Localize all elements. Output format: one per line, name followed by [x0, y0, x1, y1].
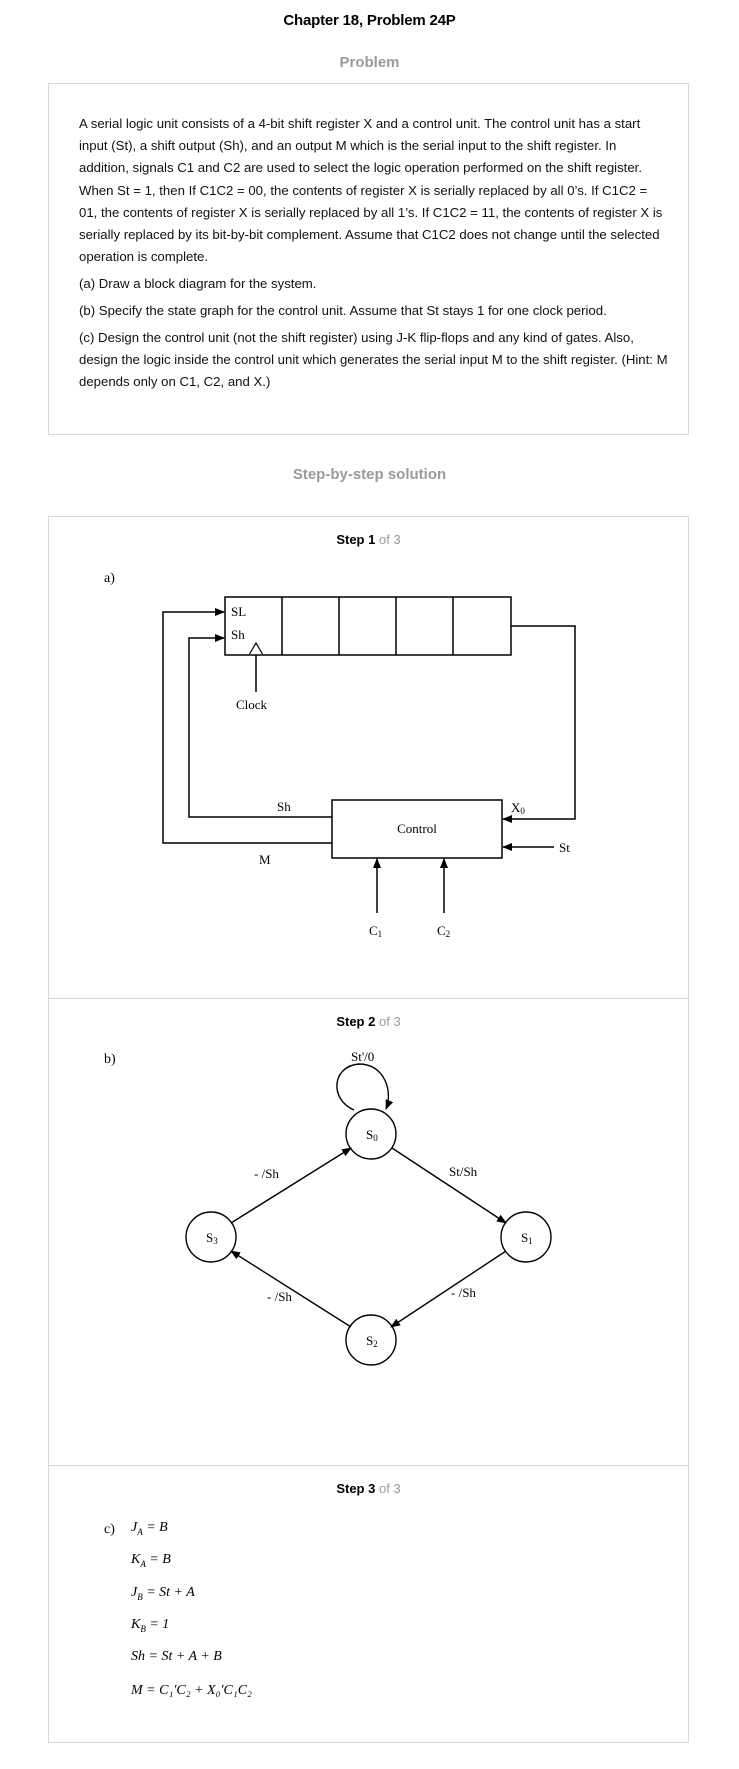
equation-m: M = C₁′C₂ + X₀′C₁C₂ — [131, 1683, 252, 1698]
step-3-label: Step 3 of 3 — [336, 1481, 401, 1496]
clock-triangle — [248, 641, 264, 656]
block-diagram: SL Sh Clock Control M Sh X0 St C1 C2 — [162, 596, 576, 939]
x0-label: X0 — [511, 800, 525, 816]
problem-text: A serial logic unit consists of a 4-bit … — [79, 113, 669, 398]
step-1-label: Step 1 of 3 — [336, 532, 401, 547]
state-graph: St'/0 S0 S1 S2 S3 St/Sh - /Sh - /Sh - /S… — [185, 1049, 552, 1366]
step-1-box: Step 1 of 3 a) SL Sh Clock Control — [48, 516, 689, 1000]
transition-s1-s2 — [390, 1250, 507, 1328]
control-label: Control — [397, 821, 437, 836]
equation-sh: Sh = St + A + B — [131, 1649, 222, 1664]
problem-part-a: (a) Draw a block diagram for the system. — [79, 276, 317, 292]
equation-ja: JA = B — [131, 1520, 168, 1537]
equation-ka: KA = B — [131, 1552, 171, 1569]
part-b-label: b) — [104, 1052, 116, 1067]
problem-part-b: (b) Specify the state graph for the cont… — [79, 302, 607, 318]
svg-text:S1: S1 — [521, 1230, 533, 1246]
m-wire — [162, 608, 332, 844]
page-title: Chapter 18, Problem 24P — [283, 12, 456, 29]
s2-s3-label: - /Sh — [267, 1289, 292, 1304]
clock-label: Clock — [236, 697, 268, 712]
sh-output-label: Sh — [277, 799, 291, 814]
problem-paragraph: A serial logic unit consists of a 4-bit … — [79, 116, 663, 265]
svg-text:S3: S3 — [206, 1230, 218, 1246]
svg-text:S0: S0 — [366, 1127, 378, 1143]
sh-input-label: Sh — [231, 627, 245, 642]
problem-part-c: (c) Design the control unit (not the shi… — [79, 329, 668, 390]
equation-jb: JB = St + A — [131, 1585, 195, 1602]
state-s3: S3 — [185, 1211, 237, 1263]
solution-heading: Step-by-step solution — [292, 466, 447, 483]
step-3-box: Step 3 of 3 c) — [48, 1465, 689, 1743]
problem-heading: Problem — [339, 54, 400, 71]
self-loop-label: St'/0 — [351, 1049, 374, 1064]
step-2-label: Step 2 of 3 — [336, 1014, 401, 1029]
c2-label: C2 — [437, 923, 450, 939]
state-s2: S2 — [345, 1314, 397, 1366]
x0-wire — [502, 625, 576, 823]
s0-self-loop — [336, 1063, 394, 1111]
problem-box: A serial logic unit consists of a 4-bit … — [48, 83, 689, 435]
s0-s1-label: St/Sh — [449, 1164, 478, 1179]
part-a-label: a) — [104, 571, 115, 586]
transition-s3-s0 — [230, 1147, 352, 1224]
s1-s2-label: - /Sh — [451, 1285, 476, 1300]
transition-s2-s3 — [230, 1250, 352, 1328]
s3-s0-label: - /Sh — [254, 1166, 279, 1181]
state-s0: S0 — [345, 1108, 397, 1160]
equation-kb: KB = 1 — [131, 1617, 170, 1634]
transition-s0-s1 — [391, 1147, 507, 1224]
state-s1: S1 — [500, 1211, 552, 1263]
sl-label: SL — [231, 604, 246, 619]
shift-register: SL Sh Clock — [224, 596, 512, 712]
control-unit: Control — [331, 799, 503, 859]
svg-text:S2: S2 — [366, 1333, 378, 1349]
step-2-box: Step 2 of 3 b) St'/0 S0 S1 S2 S3 — [48, 998, 689, 1466]
m-label: M — [259, 852, 271, 867]
part-c-label: c) — [104, 1522, 115, 1537]
st-label: St — [559, 840, 570, 855]
c1-label: C1 — [369, 923, 382, 939]
sh-wire — [188, 634, 332, 818]
